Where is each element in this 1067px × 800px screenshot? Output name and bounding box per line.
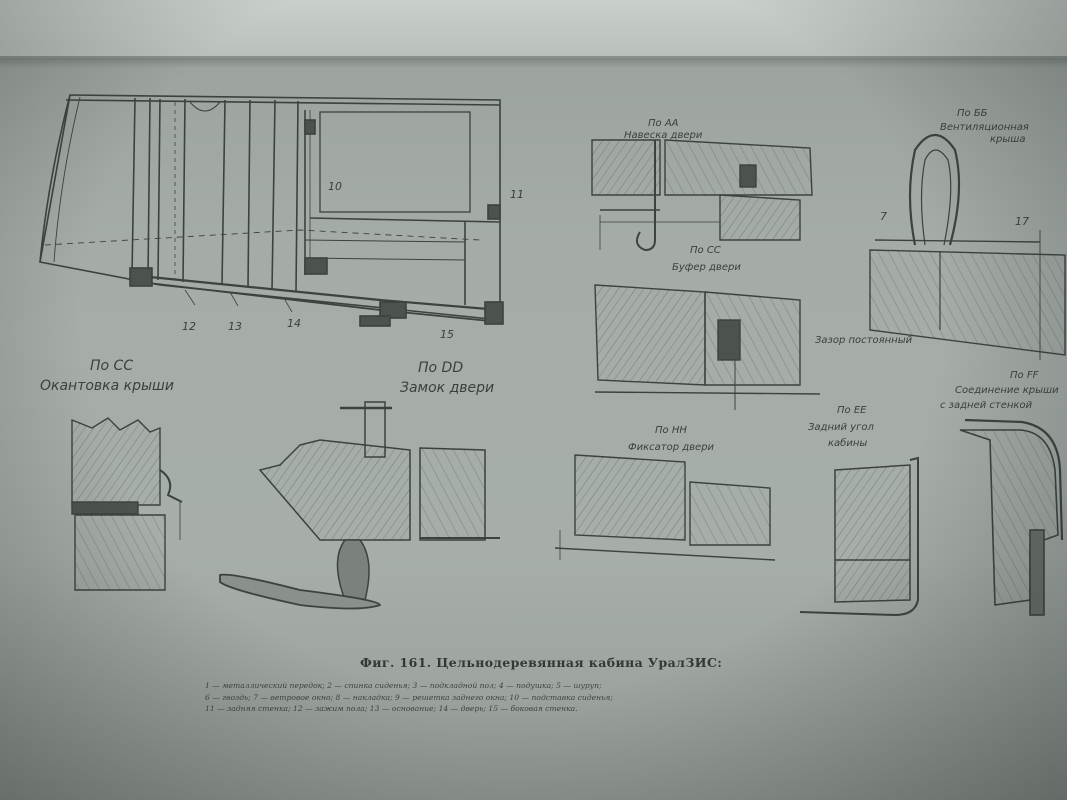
label-bb-subtitle-1: Вентиляционная bbox=[940, 122, 1029, 133]
label-aa-subtitle: Навеска двери bbox=[624, 130, 703, 141]
label-cc-gap-note: Зазор постоянный bbox=[815, 335, 913, 346]
view-ff-roof-rear-wall bbox=[959, 418, 1064, 616]
part-number-12: 12 bbox=[182, 320, 196, 333]
part-number-13: 13 bbox=[228, 320, 242, 333]
label-stopper-title: По НН bbox=[655, 425, 687, 436]
label-cc-buffer-title: По СС bbox=[690, 245, 721, 256]
figure-caption: Фиг. 161. Цельнодеревянная кабина УралЗИ… bbox=[360, 655, 723, 670]
label-ff-subtitle-2: с задней стенкой bbox=[940, 400, 1033, 411]
part-number-15: 15 bbox=[440, 328, 454, 341]
label-cc-edging-subtitle: Окантовка крыши bbox=[40, 378, 174, 394]
part-number-14: 14 bbox=[287, 317, 301, 330]
label-ff-subtitle-1: Соединение крыши bbox=[955, 385, 1059, 396]
view-dd-door-lock bbox=[219, 401, 500, 610]
part-number-11: 11 bbox=[510, 188, 524, 201]
part-number-7: 7 bbox=[880, 210, 887, 223]
view-ee-rear-corner bbox=[799, 456, 919, 617]
label-stopper-subtitle: Фиксатор двери bbox=[628, 442, 715, 453]
label-ff-title: По FF bbox=[1010, 370, 1039, 381]
legend-line-2: 6 — гвоздь; 7 — ветровое окно; 8 — накла… bbox=[205, 692, 613, 702]
page-top-strip bbox=[0, 0, 1067, 58]
part-number-10: 10 bbox=[328, 180, 342, 193]
label-bb-subtitle-2: крыша bbox=[990, 134, 1026, 145]
view-aa-door-hinge bbox=[591, 139, 813, 252]
label-cc-edging-title: По СС bbox=[90, 358, 134, 374]
label-dd-subtitle: Замок двери bbox=[400, 380, 495, 396]
label-dd-title: По DD bbox=[418, 360, 464, 376]
page-fold-shadow bbox=[0, 56, 1067, 68]
label-ee-subtitle-1: Задний угол bbox=[808, 422, 874, 433]
view-cc-door-buffer bbox=[594, 284, 821, 410]
part-number-17: 17 bbox=[1015, 215, 1029, 228]
label-aa-title: По АА bbox=[648, 118, 679, 129]
label-ee-title: По ЕЕ bbox=[837, 405, 867, 416]
legend-line-3: 11 — задняя стенка; 12 — зажим пола; 13 … bbox=[205, 704, 578, 713]
label-ee-subtitle-2: кабины bbox=[828, 438, 868, 449]
view-cc-roof-edging bbox=[71, 417, 183, 591]
legend-line-1: 1 — металлический передок; 2 — спинка си… bbox=[205, 681, 602, 690]
label-bb-title: По ББ bbox=[957, 108, 988, 119]
label-cc-buffer-subtitle: Буфер двери bbox=[672, 262, 741, 273]
view-door-stopper bbox=[554, 454, 776, 561]
view-bb-ventilation bbox=[869, 133, 1066, 360]
figure-legend: 1 — металлический передок; 2 — спинка си… bbox=[205, 680, 945, 715]
cab-side-view bbox=[39, 94, 504, 327]
